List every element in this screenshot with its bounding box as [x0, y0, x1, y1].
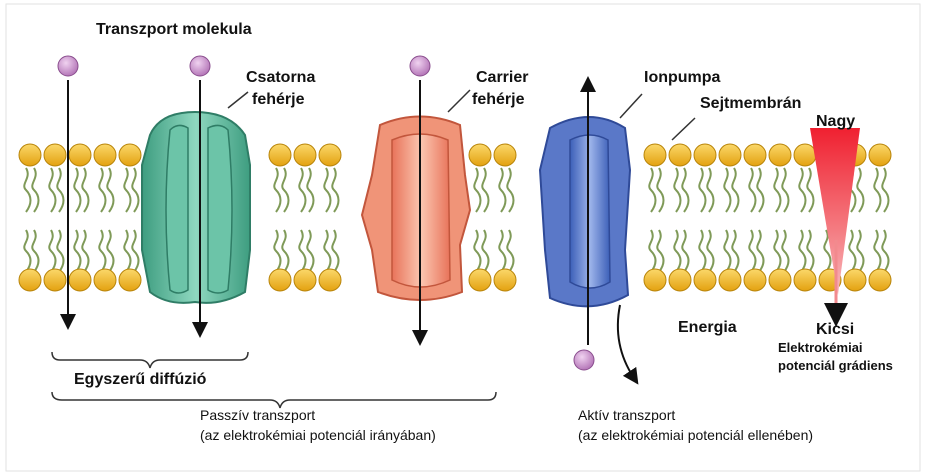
lipid-head: [319, 269, 341, 291]
lipid-head: [69, 269, 91, 291]
molecule-icon: [574, 350, 594, 370]
molecule-icon: [58, 56, 78, 76]
lipid-head: [844, 269, 866, 291]
lipid-head: [19, 269, 41, 291]
lipid-head: [794, 144, 816, 166]
lipid-head: [769, 269, 791, 291]
label-gradient-high: Nagy: [816, 113, 855, 130]
lipid-head: [794, 269, 816, 291]
ion-pump: [540, 117, 630, 306]
label-energy: Energia: [678, 319, 737, 336]
lipid-head: [69, 144, 91, 166]
lipid-head: [744, 144, 766, 166]
label-active-transport-2: (az elektrokémiai potenciál ellenében): [578, 427, 813, 443]
label-channel-protein-1: Csatorna: [246, 69, 315, 86]
lipid-head: [119, 269, 141, 291]
lipid-head: [694, 269, 716, 291]
lipid-head: [869, 144, 891, 166]
lipid-head: [469, 144, 491, 166]
lipid-head: [669, 144, 691, 166]
lipid-head: [294, 144, 316, 166]
lipid-head: [869, 269, 891, 291]
label-carrier-protein-2: fehérje: [472, 91, 525, 108]
label-passive-transport-2: (az elektrokémiai potenciál irányában): [200, 427, 436, 443]
label-transport-molecule: Transzport molekula: [96, 21, 252, 38]
lipid-head: [644, 269, 666, 291]
lipid-head: [669, 269, 691, 291]
label-ion-pump: Ionpumpa: [644, 69, 721, 86]
lipid-head: [469, 269, 491, 291]
lipid-head: [494, 269, 516, 291]
lipid-head: [119, 144, 141, 166]
lipid-head: [719, 144, 741, 166]
channel-protein: [142, 112, 250, 303]
lipid-head: [269, 269, 291, 291]
label-active-transport-1: Aktív transzport: [578, 407, 675, 423]
lipid-head: [494, 144, 516, 166]
lipid-head: [19, 144, 41, 166]
molecule-icon: [190, 56, 210, 76]
lipid-head: [44, 144, 66, 166]
label-cell-membrane: Sejtmembrán: [700, 95, 801, 112]
lipid-head: [644, 144, 666, 166]
label-gradient-caption-1: Elektrokémiai: [778, 340, 863, 355]
lipid-head: [269, 144, 291, 166]
lipid-head: [319, 144, 341, 166]
molecule-icon: [410, 56, 430, 76]
label-gradient-low: Kicsi: [816, 321, 854, 338]
lipid-head: [744, 269, 766, 291]
lipid-head: [44, 269, 66, 291]
label-channel-protein-2: fehérje: [252, 91, 305, 108]
label-gradient-caption-2: potenciál grádiens: [778, 358, 893, 373]
label-passive-transport-1: Passzív transzport: [200, 407, 315, 423]
lipid-head: [94, 269, 116, 291]
lipid-head: [294, 269, 316, 291]
carrier-protein: [362, 117, 470, 301]
label-carrier-protein-1: Carrier: [476, 69, 528, 86]
label-simple-diffusion: Egyszerű diffúzió: [74, 371, 207, 388]
lipid-head: [769, 144, 791, 166]
lipid-head: [694, 144, 716, 166]
lipid-head: [94, 144, 116, 166]
lipid-head: [719, 269, 741, 291]
